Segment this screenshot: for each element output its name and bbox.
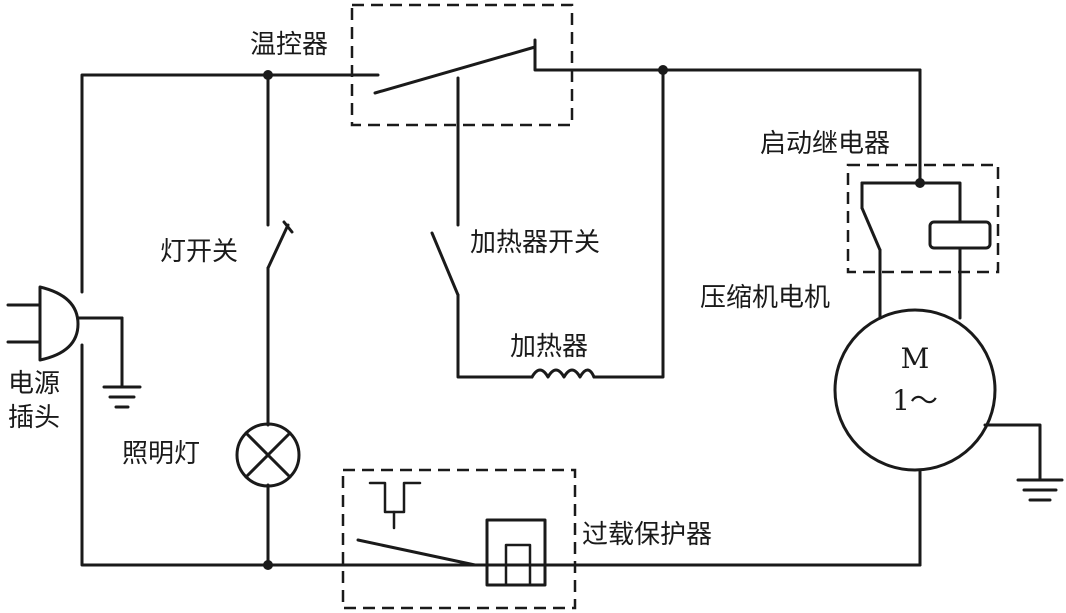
thermostat-label: 温控器: [250, 30, 328, 60]
relay-coil-icon: [928, 220, 992, 250]
motor-phase: 1～: [892, 384, 938, 417]
power-plug-label-line1: 电源: [8, 369, 60, 399]
junction-dot: [263, 560, 273, 570]
power-plug: [6, 285, 124, 362]
junction-dot: [263, 70, 273, 80]
overload-protector-contact: [356, 481, 477, 567]
start-relay-box: [846, 163, 1000, 274]
lamp-icon: [235, 422, 301, 488]
start-relay-wire: [860, 68, 962, 320]
plug-ground-icon: [102, 316, 142, 409]
heater-label: 加热器: [510, 332, 588, 362]
heater-resistor-icon: [530, 368, 596, 379]
power-plug-label-line2: 插头: [8, 403, 60, 433]
junction-dot: [915, 178, 925, 188]
lamp-switch: [266, 220, 294, 270]
compressor-motor-icon: [833, 308, 997, 472]
motor-letter: M: [901, 342, 930, 375]
bimetal-element-icon: [485, 518, 547, 587]
start-relay-label: 启动继电器: [760, 129, 890, 159]
heater-switch: [430, 231, 460, 297]
lamp-switch-label: 灯开关: [160, 237, 238, 267]
overload-protector-box: [341, 468, 577, 610]
thermostat-box: [350, 3, 574, 127]
lamp-label: 照明灯: [122, 439, 200, 469]
left-bus-wire: [80, 73, 922, 567]
motor-ground-icon: [1016, 478, 1064, 502]
compressor-motor-label: 压缩机电机: [700, 283, 830, 313]
motor-ground-wire: [918, 423, 1042, 567]
heater-switch-label: 加热器开关: [470, 228, 600, 258]
heater-branch-wire: [456, 68, 665, 379]
overload-protector-label: 过载保护器: [582, 520, 712, 550]
thermostat-switch: [373, 38, 922, 95]
